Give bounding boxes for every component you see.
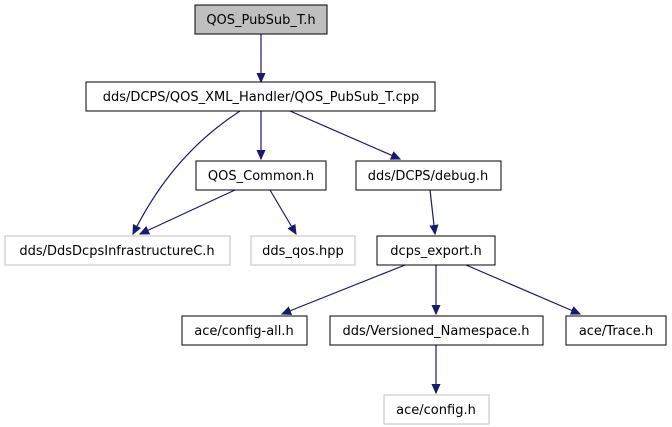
edge-dcps-export-to-trace [465, 264, 580, 314]
edge-debug-to-dcps-export [430, 189, 435, 234]
node-infrastructure-c-h[interactable]: dds/DdsDcpsInfrastructureC.h [4, 235, 231, 266]
node-label: ace/config.h [396, 403, 476, 418]
node-dds-qos-hpp[interactable]: dds_qos.hpp [250, 235, 356, 266]
node-label: dds/DCPS/QOS_XML_Handler/QOS_PubSub_T.cp… [103, 90, 420, 105]
edge-cpp-to-infrastructure [133, 110, 241, 234]
node-trace-h[interactable]: ace/Trace.h [565, 315, 667, 346]
node-dcps-export-h[interactable]: dcps_export.h [376, 235, 496, 266]
nodes-layer: QOS_PubSub_T.h dds/DCPS/QOS_XML_Handler/… [4, 4, 667, 425]
node-versioned-namespace-h[interactable]: dds/Versioned_Namespace.h [329, 315, 544, 346]
node-label: ace/config-all.h [194, 324, 294, 339]
node-label: dcps_export.h [390, 244, 481, 259]
node-label: dds/DdsDcpsInfrastructureC.h [19, 244, 214, 259]
node-label: dds_qos.hpp [262, 244, 344, 259]
node-label: QOS_Common.h [208, 169, 314, 184]
edges-layer [133, 34, 580, 393]
edge-cpp-to-debug [289, 110, 400, 159]
node-label: QOS_PubSub_T.h [206, 13, 315, 28]
node-debug-h[interactable]: dds/DCPS/debug.h [355, 160, 502, 191]
node-label: dds/DCPS/debug.h [368, 169, 489, 184]
node-config-all-h[interactable]: ace/config-all.h [181, 315, 308, 346]
node-qos-common-h[interactable]: QOS_Common.h [195, 160, 327, 191]
node-config-h[interactable]: ace/config.h [383, 394, 490, 425]
node-label: ace/Trace.h [579, 324, 653, 339]
node-label: dds/Versioned_Namespace.h [342, 324, 529, 339]
edge-qos-common-to-infrastructure [140, 189, 236, 235]
node-qos-pubsub-t-cpp[interactable]: dds/DCPS/QOS_XML_Handler/QOS_PubSub_T.cp… [85, 81, 436, 112]
node-qos-pubsub-t-h[interactable]: QOS_PubSub_T.h [194, 4, 328, 35]
edge-qos-common-to-dds-qos [269, 189, 296, 234]
edge-dcps-export-to-config-all [282, 264, 406, 314]
